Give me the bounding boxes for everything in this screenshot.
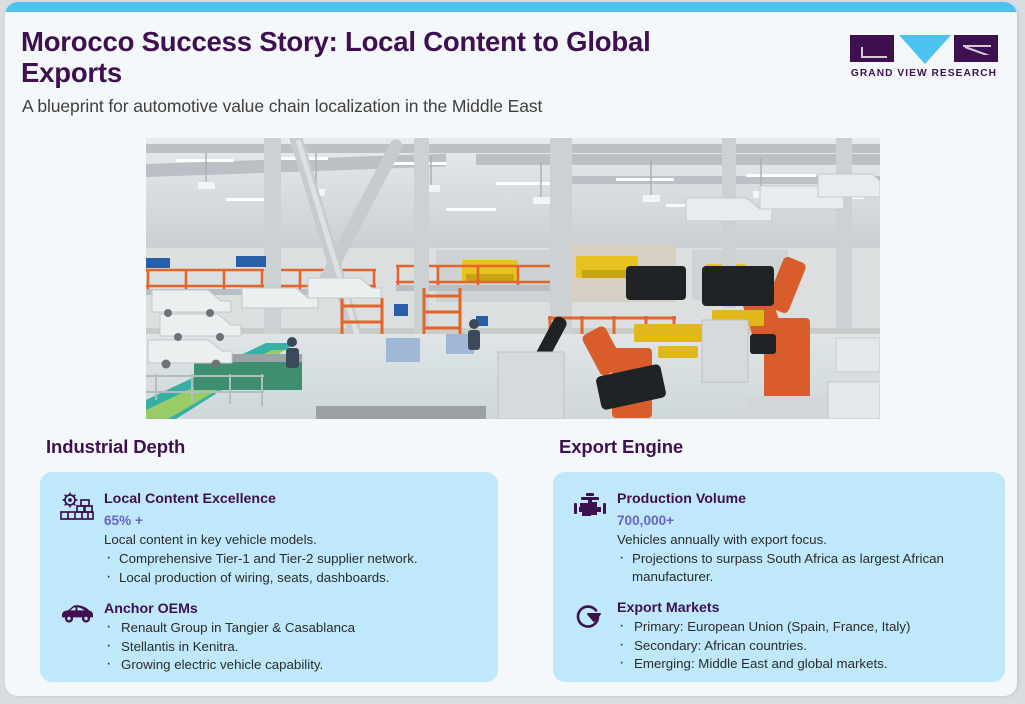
list-item: Renault Group in Tangier & Casablanca [104, 618, 482, 637]
logo-box-g-icon [850, 35, 894, 62]
list-item: Stellantis in Kenitra. [104, 637, 482, 656]
item-body: Local Content Excellence 65% + Local con… [100, 490, 482, 586]
slide-header: Morocco Success Story: Local Content to … [5, 12, 1017, 124]
export-arrow-icon [567, 599, 613, 635]
item-export-markets: Export Markets Primary: European Union (… [567, 599, 989, 673]
item-bullets: Projections to surpass South Africa as l… [617, 549, 989, 585]
page-title: Morocco Success Story: Local Content to … [21, 26, 651, 88]
item-title: Export Markets [617, 600, 720, 616]
item-anchor-oems: Anchor OEMs Renault Group in Tangier & C… [54, 600, 482, 674]
factory-photo [146, 138, 880, 419]
list-item: Secondary: African countries. [617, 636, 989, 655]
logo-wordmark: GRAND VIEW RESEARCH [850, 68, 998, 79]
list-item: Growing electric vehicle capability. [104, 655, 482, 674]
item-body: Anchor OEMs Renault Group in Tangier & C… [100, 600, 482, 674]
item-production-volume: Production Volume 700,000+ Vehicles annu… [567, 490, 989, 585]
column-heading-left: Industrial Depth [46, 436, 186, 457]
gear-conveyor-icon [54, 490, 100, 526]
item-body: Export Markets Primary: European Union (… [613, 599, 989, 673]
item-lead: Local content in key vehicle models. [104, 532, 317, 547]
car-icon [54, 600, 100, 636]
top-accent-bar [5, 2, 1017, 12]
logo-marks [849, 32, 999, 65]
column-export-engine: Export Engine Production Volume 700,000 [553, 436, 1005, 682]
item-title: Anchor OEMs [104, 601, 198, 617]
card-industrial-depth: Local Content Excellence 65% + Local con… [40, 472, 498, 682]
item-local-content-excellence: Local Content Excellence 65% + Local con… [54, 490, 482, 586]
card-export-engine: Production Volume 700,000+ Vehicles annu… [553, 472, 1005, 682]
logo-g-cutout [861, 47, 887, 58]
logo-r-cutout [963, 45, 991, 55]
list-item: Primary: European Union (Spain, France, … [617, 617, 989, 636]
item-bullets: Primary: European Union (Spain, France, … [617, 617, 989, 673]
list-item: Emerging: Middle East and global markets… [617, 654, 989, 673]
engine-icon [567, 490, 613, 526]
column-industrial-depth: Industrial Depth [40, 436, 498, 682]
list-item: Local production of wiring, seats, dashb… [104, 568, 482, 587]
item-body: Production Volume 700,000+ Vehicles annu… [613, 490, 989, 585]
item-bullets: Renault Group in Tangier & Casablanca St… [104, 618, 482, 674]
logo-box-r-icon [954, 35, 998, 62]
list-item: Comprehensive Tier-1 and Tier-2 supplier… [104, 549, 482, 568]
item-title: Production Volume [617, 491, 747, 507]
logo-triangle-v-icon [899, 35, 951, 64]
item-stat: 65% + [104, 513, 143, 528]
brand-logo: GRAND VIEW RESEARCH [849, 32, 999, 84]
item-title: Local Content Excellence [104, 491, 276, 507]
item-lead: Vehicles annually with export focus. [617, 532, 827, 547]
slide-canvas: Morocco Success Story: Local Content to … [5, 2, 1017, 696]
item-bullets: Comprehensive Tier-1 and Tier-2 supplier… [104, 549, 482, 587]
column-heading-right: Export Engine [559, 436, 684, 457]
page-subtitle: A blueprint for automotive value chain l… [22, 96, 543, 116]
item-stat: 700,000+ [617, 513, 675, 528]
list-item: Projections to surpass South Africa as l… [617, 549, 989, 585]
